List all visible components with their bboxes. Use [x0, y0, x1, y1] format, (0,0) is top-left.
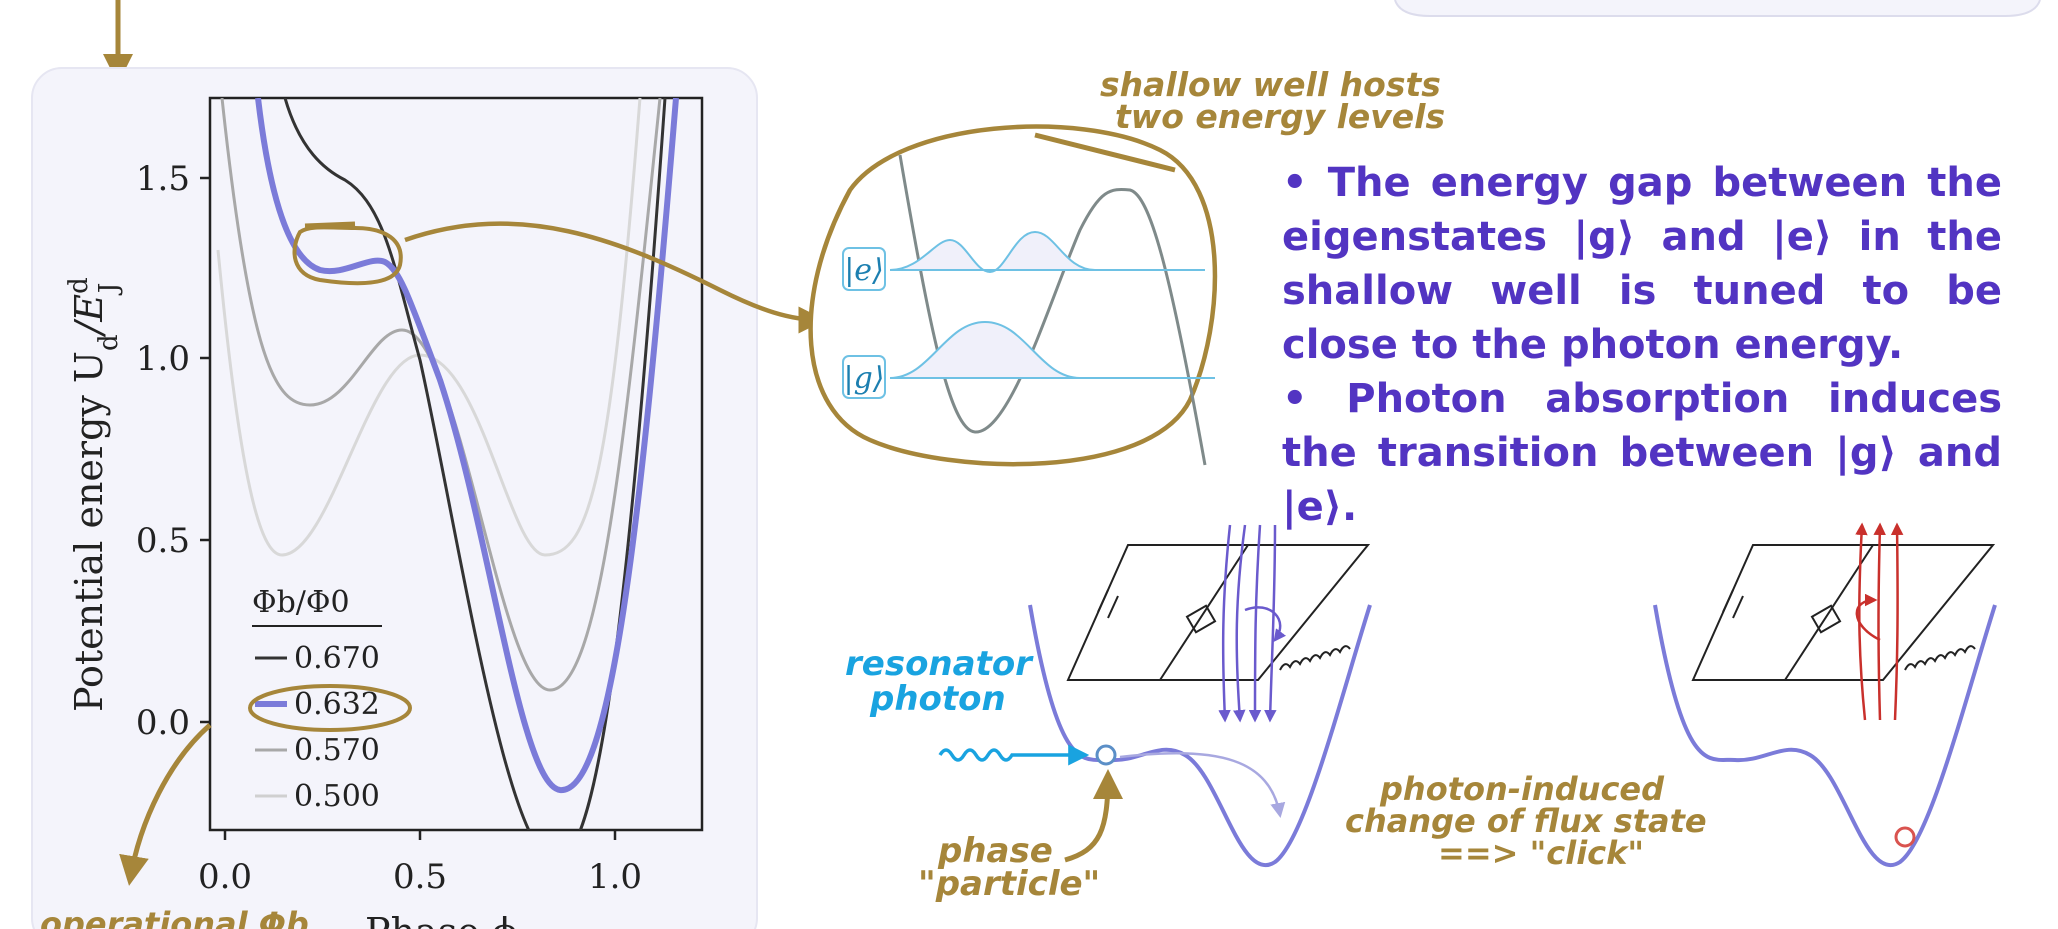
ground-state-label: |g⟩	[843, 361, 884, 396]
photon-wave	[938, 744, 1090, 766]
phase-label-1: phase	[937, 831, 1053, 871]
excited-state-label: |e⟩	[844, 253, 884, 288]
x-ticks	[223, 830, 617, 840]
excited-state-box	[842, 247, 886, 291]
arrow-phase	[1064, 769, 1123, 863]
resonator-label-1: resonator	[845, 644, 1034, 684]
arrow-zoom	[404, 221, 826, 334]
ground-state-box	[842, 355, 886, 399]
phase-particle	[1095, 744, 1117, 766]
ground-wavefunction	[889, 320, 1215, 379]
x-tick-label: 0.0	[198, 857, 252, 897]
legend-label: 0.670	[294, 641, 380, 676]
phase-particle-flipped	[1894, 826, 1916, 848]
arrow-operational	[119, 723, 212, 886]
operational-label: operational Φb	[40, 905, 309, 929]
y-tick-label: 1.5	[136, 159, 190, 199]
y-tick-label: 0.0	[136, 703, 190, 743]
legend-label: 0.632	[294, 687, 380, 722]
excited-wavefunction	[889, 230, 1205, 274]
circuit-left	[1066, 544, 1371, 681]
circuit-right	[1691, 544, 1996, 681]
curve-0632	[255, 98, 679, 794]
y-axis-label: Potential energy Ud/EdJ	[64, 277, 124, 712]
tunnel-arrow	[1119, 751, 1286, 818]
flux-lines-right	[1855, 522, 1904, 721]
potential-curves	[216, 98, 679, 830]
photon-induced-label-1: photon-induced	[1379, 770, 1665, 808]
y-tick-label: 1.0	[136, 339, 190, 379]
legend-label: 0.500	[294, 779, 380, 814]
x-tick-label: 1.0	[588, 857, 642, 897]
resonator-label-2: photon	[869, 679, 1006, 719]
phase-label-2: "particle"	[918, 864, 1100, 904]
top-right-box	[1394, 0, 2041, 17]
double-well-left	[1028, 604, 1372, 867]
shallow-well-text-1: shallow well hosts	[1100, 65, 1441, 104]
plot-panel	[31, 67, 758, 929]
y-ticks	[200, 176, 210, 724]
shallow-well-highlight	[292, 225, 403, 286]
bullet-2: • Photon absorption induces the transiti…	[1282, 376, 2002, 530]
explanation-bullets: • The energy gap between the eigenstates…	[1282, 156, 2002, 534]
y-tick-label: 0.5	[136, 521, 190, 561]
flux-lines-left	[1218, 524, 1286, 723]
x-tick-label: 0.5	[393, 857, 447, 897]
shallow-well-underline	[1034, 132, 1176, 173]
legend-title: Φb/Φ0	[252, 585, 350, 620]
bullet-1: • The energy gap between the eigenstates…	[1282, 160, 2002, 368]
photon-induced-label-3: ==> "click"	[1438, 834, 1644, 872]
legend: 0.670 0.632 0.570 0.500	[255, 641, 380, 814]
photon-induced-label-2: change of flux state	[1345, 802, 1707, 840]
legend-label: 0.570	[294, 733, 380, 768]
double-well-right	[1653, 604, 1997, 867]
zoom-circle	[808, 124, 1218, 467]
shallow-well-text-2: two energy levels	[1115, 97, 1445, 136]
legend-highlight	[248, 684, 412, 732]
plot-axes	[208, 96, 704, 832]
x-axis-label: Phase ϕ	[365, 910, 518, 929]
underline-mark	[304, 221, 356, 229]
